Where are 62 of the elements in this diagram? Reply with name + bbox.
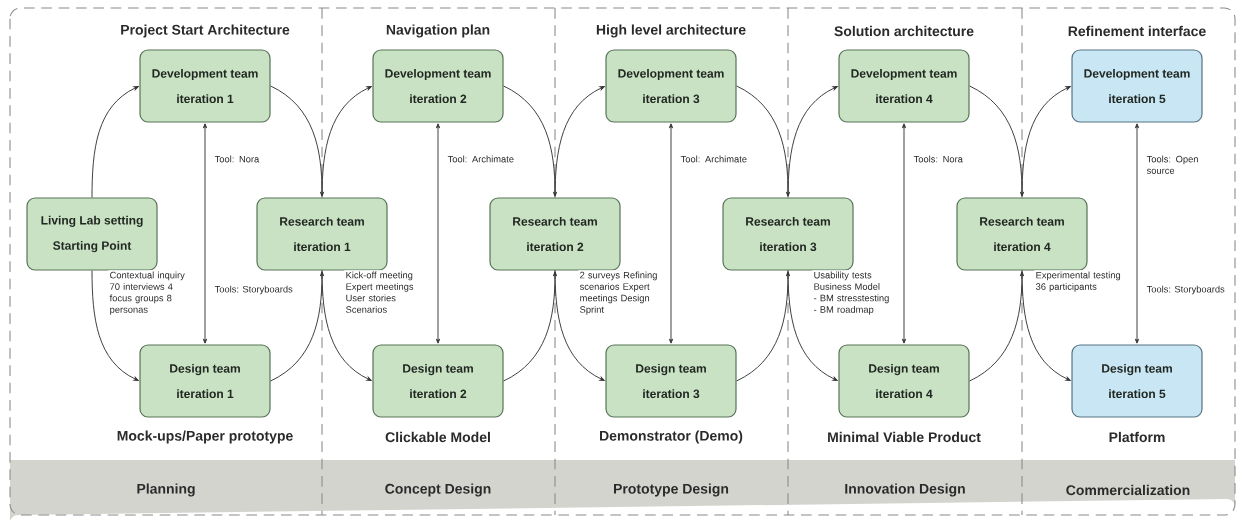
team-box: Research team iteration 4 — [956, 197, 1088, 271]
edge-label: Usability tests Business Model - BM stresstesting - BM roadmap — [814, 271, 889, 315]
section-heading: Mock-ups/Paper prototype — [117, 430, 293, 444]
phase-label: Concept Design — [385, 483, 491, 497]
team-box: Research team iteration 1 — [256, 197, 388, 271]
arrow — [270, 271, 325, 382]
arrow — [901, 123, 907, 344]
arrow — [1021, 270, 1071, 381]
arrow — [435, 123, 441, 344]
team-box: Development team iteration 3 — [605, 49, 737, 123]
phase-label: Commercialization — [1066, 484, 1190, 496]
team-box: Design team iteration 3 — [605, 344, 737, 418]
arrow — [91, 86, 139, 198]
edge-label: Tools: Open source — [1146, 155, 1198, 174]
arrow — [787, 86, 838, 198]
edge-label: Tools: Nora — [913, 155, 963, 163]
arrow — [1134, 123, 1140, 344]
arrow — [321, 86, 372, 198]
arrow — [736, 85, 791, 197]
team-box: Design team iteration 2 — [372, 344, 504, 418]
arrow — [1021, 86, 1071, 198]
team-box: Design team iteration 5 — [1071, 344, 1203, 418]
arrow — [969, 85, 1025, 197]
tool-label: Tools: Storyboards — [214, 285, 293, 295]
phase-label: Innovation Design — [845, 483, 965, 497]
section-heading: Clickable Model — [385, 431, 490, 443]
team-box: Design team iteration 1 — [139, 344, 271, 418]
arrow — [270, 85, 325, 197]
arrow — [787, 270, 838, 381]
arrow — [503, 85, 558, 197]
arrow — [668, 123, 674, 344]
team-box: Research team iteration 3 — [722, 197, 854, 271]
section-heading: Demonstrator (Demo) — [600, 430, 743, 444]
tool-label: Tools: Storyboards — [1146, 285, 1225, 295]
arrow — [554, 86, 605, 198]
edge-label: 2 surveys Refining scenarios Expert meetings Design Sprint — [579, 271, 657, 315]
phase-label: Planning — [137, 483, 195, 497]
edge-label: Tool: Archimate — [680, 155, 747, 163]
edge-label: Kick-off meeting Expert meetings User stories Scenarios — [346, 271, 414, 313]
section-heading: Refinement interface — [1068, 25, 1206, 37]
team-box: Development team iteration 5 — [1071, 49, 1203, 123]
team-box: Development team iteration 2 — [372, 49, 504, 123]
arrow — [202, 123, 208, 344]
arrow — [969, 271, 1025, 382]
edge-label: Tool: Nora — [214, 155, 260, 163]
team-box: Living Lab setting Starting Point — [26, 197, 158, 271]
arrow — [736, 271, 791, 382]
arrow — [503, 271, 558, 382]
team-box: Development team iteration 4 — [838, 49, 970, 123]
edge-label: Contextual inquiry 70 interviews 4 focus groups 8 personas — [109, 271, 185, 315]
arrow — [321, 270, 372, 381]
section-heading: Solution architecture — [834, 25, 974, 37]
team-box: Development team iteration 1 — [139, 49, 271, 123]
edge-label: Experimental testing 36 participants — [1035, 271, 1121, 292]
arrow — [91, 270, 139, 381]
team-box: Design team iteration 4 — [838, 344, 970, 418]
section-heading: Minimal Viable Product — [828, 431, 981, 443]
team-box: Research team iteration 2 — [489, 197, 621, 271]
phase-label: Prototype Design — [614, 483, 729, 497]
arrow — [554, 270, 605, 381]
edge-label: Tool: Archimate — [447, 155, 514, 163]
section-heading: Platform — [1109, 431, 1165, 443]
